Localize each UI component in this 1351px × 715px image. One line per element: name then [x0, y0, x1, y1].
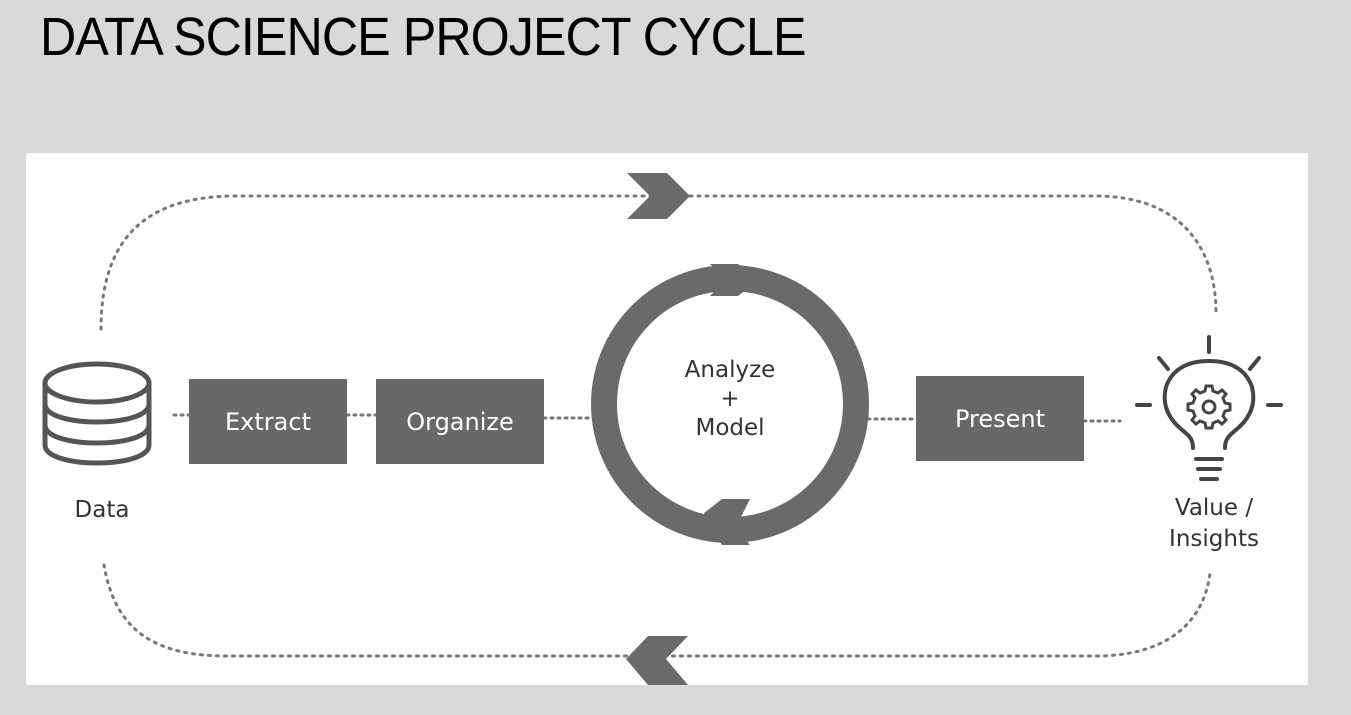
diagram-panel: Extract Organize Present Analyze + Model…	[26, 153, 1308, 685]
value-label-line1: Value /	[1174, 495, 1254, 521]
bottom-return-path	[102, 563, 1212, 658]
value-insights-label: Value / Insights	[1144, 493, 1284, 555]
lightbulb-gear-icon	[1135, 335, 1283, 481]
present-step: Present	[916, 376, 1084, 461]
slide-title: DATA SCIENCE PROJECT CYCLE	[40, 7, 806, 67]
model-text: Model	[695, 415, 765, 441]
analyze-text: Analyze	[684, 357, 776, 383]
extract-step: Extract	[189, 379, 347, 464]
chevron-left-icon	[626, 636, 688, 685]
chevron-right-icon	[627, 173, 690, 219]
value-label-line2: Insights	[1169, 526, 1259, 552]
analyze-model-label: Analyze + Model	[650, 353, 810, 445]
database-icon	[42, 361, 152, 466]
plus-text: +	[720, 386, 740, 412]
data-label: Data	[74, 497, 130, 523]
ring-arrow-top-icon	[710, 264, 760, 296]
top-return-path	[99, 194, 1218, 331]
ring-arrow-bottom-icon	[704, 499, 750, 545]
organize-step: Organize	[376, 379, 544, 464]
cycle-diagram	[42, 173, 1283, 685]
